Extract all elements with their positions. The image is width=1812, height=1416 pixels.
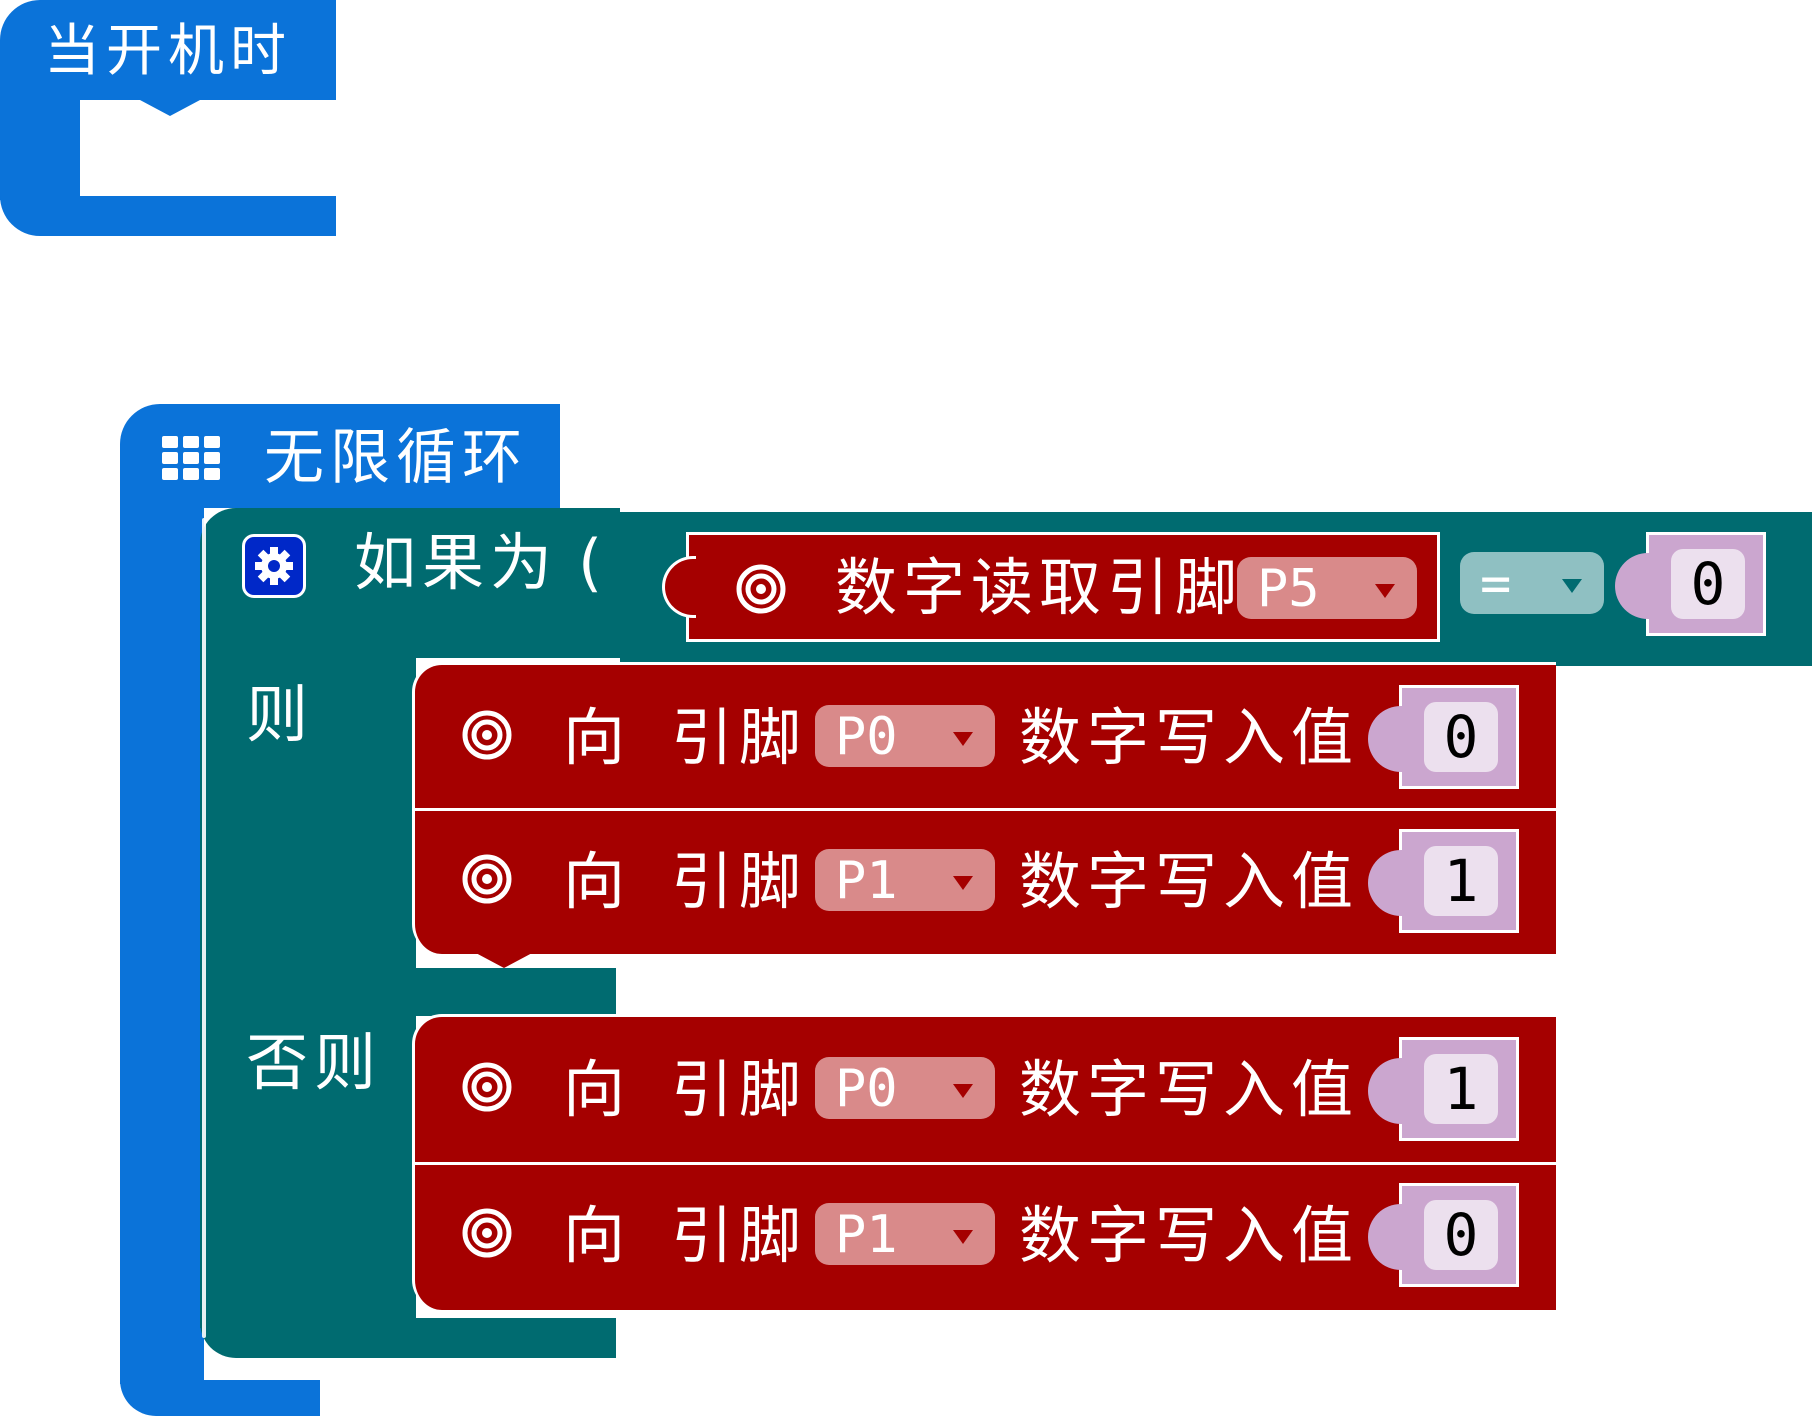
operator-value: = <box>1480 554 1512 614</box>
on-start-label: 当开机时 <box>44 19 292 84</box>
pin-dropdown[interactable]: P0 <box>815 705 995 767</box>
to-label: 向 <box>563 1053 632 1126</box>
statement-row[interactable]: 向 引脚 P1 数字写入值 1 <box>412 808 1556 954</box>
statement-row[interactable]: 向 引脚 P0 数字写入值 0 <box>412 662 1556 808</box>
forever-label: 无限循环 <box>264 423 528 493</box>
write-value-slot[interactable]: 1 <box>1368 829 1519 933</box>
pin-label: 引脚 <box>671 701 808 774</box>
operator-dropdown[interactable]: = <box>1460 552 1604 614</box>
pin-value: P1 <box>835 1205 898 1265</box>
chevron-down-icon <box>1375 584 1395 598</box>
write-value[interactable]: 0 <box>1424 702 1498 772</box>
write-label: 数字写入值 <box>1019 1053 1360 1126</box>
then-statements: 向 引脚 P0 数字写入值 0 向 引脚 P1 数字写入值 1 <box>412 662 1556 968</box>
condition-pin-dropdown[interactable]: P5 <box>1237 557 1417 619</box>
else-statements: 向 引脚 P0 数字写入值 1 向 引脚 P1 数字写入值 0 <box>412 1014 1556 1310</box>
pin-label: 引脚 <box>671 1053 808 1126</box>
digital-read-label: 数字读取引脚 <box>835 551 1244 624</box>
chevron-down-icon <box>953 876 973 890</box>
write-label: 数字写入值 <box>1019 1199 1360 1272</box>
statement-row[interactable]: 向 引脚 P1 数字写入值 0 <box>412 1162 1556 1310</box>
write-label: 数字写入值 <box>1019 701 1360 774</box>
pin-icon <box>462 854 512 904</box>
pin-icon <box>462 1062 512 1112</box>
pin-value: P0 <box>835 707 898 767</box>
write-value-slot[interactable]: 0 <box>1368 1183 1519 1287</box>
chevron-down-icon <box>953 1084 973 1098</box>
pin-label: 引脚 <box>671 1199 808 1272</box>
to-label: 向 <box>563 845 632 918</box>
grid-icon <box>162 436 220 480</box>
pin-icon <box>462 1208 512 1258</box>
write-value[interactable]: 1 <box>1424 1054 1498 1124</box>
pin-value: P0 <box>835 1059 898 1119</box>
on-start-block[interactable]: 当开机时 <box>0 0 336 236</box>
pin-dropdown[interactable]: P0 <box>815 1057 995 1119</box>
chevron-down-icon <box>1562 579 1582 593</box>
if-else-block[interactable]: 如果为 ( 数字读取引脚 P5 = 0 则 否则 <box>200 508 1812 1358</box>
if-label: 如果为 <box>354 526 559 599</box>
digital-read-block[interactable]: 数字读取引脚 P5 <box>686 532 1440 642</box>
to-label: 向 <box>563 1199 632 1272</box>
if-paren: ( <box>578 526 609 599</box>
forever-block[interactable]: 无限循环 <box>120 404 560 1416</box>
condition-pin-value: P5 <box>1257 559 1320 619</box>
pin-value: P1 <box>835 851 898 911</box>
statement-row[interactable]: 向 引脚 P0 数字写入值 1 <box>412 1014 1556 1162</box>
gear-icon[interactable] <box>242 534 306 598</box>
else-label: 否则 <box>246 1026 383 1099</box>
chevron-down-icon <box>953 732 973 746</box>
write-value[interactable]: 0 <box>1424 1200 1498 1270</box>
pin-label: 引脚 <box>671 845 808 918</box>
write-label: 数字写入值 <box>1019 845 1360 918</box>
to-label: 向 <box>563 701 632 774</box>
condition-value[interactable]: 0 <box>1671 549 1745 619</box>
pin-dropdown[interactable]: P1 <box>815 1203 995 1265</box>
write-value-slot[interactable]: 1 <box>1368 1037 1519 1141</box>
pin-dropdown[interactable]: P1 <box>815 849 995 911</box>
pin-icon <box>736 564 786 614</box>
condition-value-slot[interactable]: 0 <box>1615 532 1766 636</box>
write-value[interactable]: 1 <box>1424 846 1498 916</box>
pin-icon <box>462 710 512 760</box>
then-label: 则 <box>246 678 315 751</box>
write-value-slot[interactable]: 0 <box>1368 685 1519 789</box>
chevron-down-icon <box>953 1230 973 1244</box>
